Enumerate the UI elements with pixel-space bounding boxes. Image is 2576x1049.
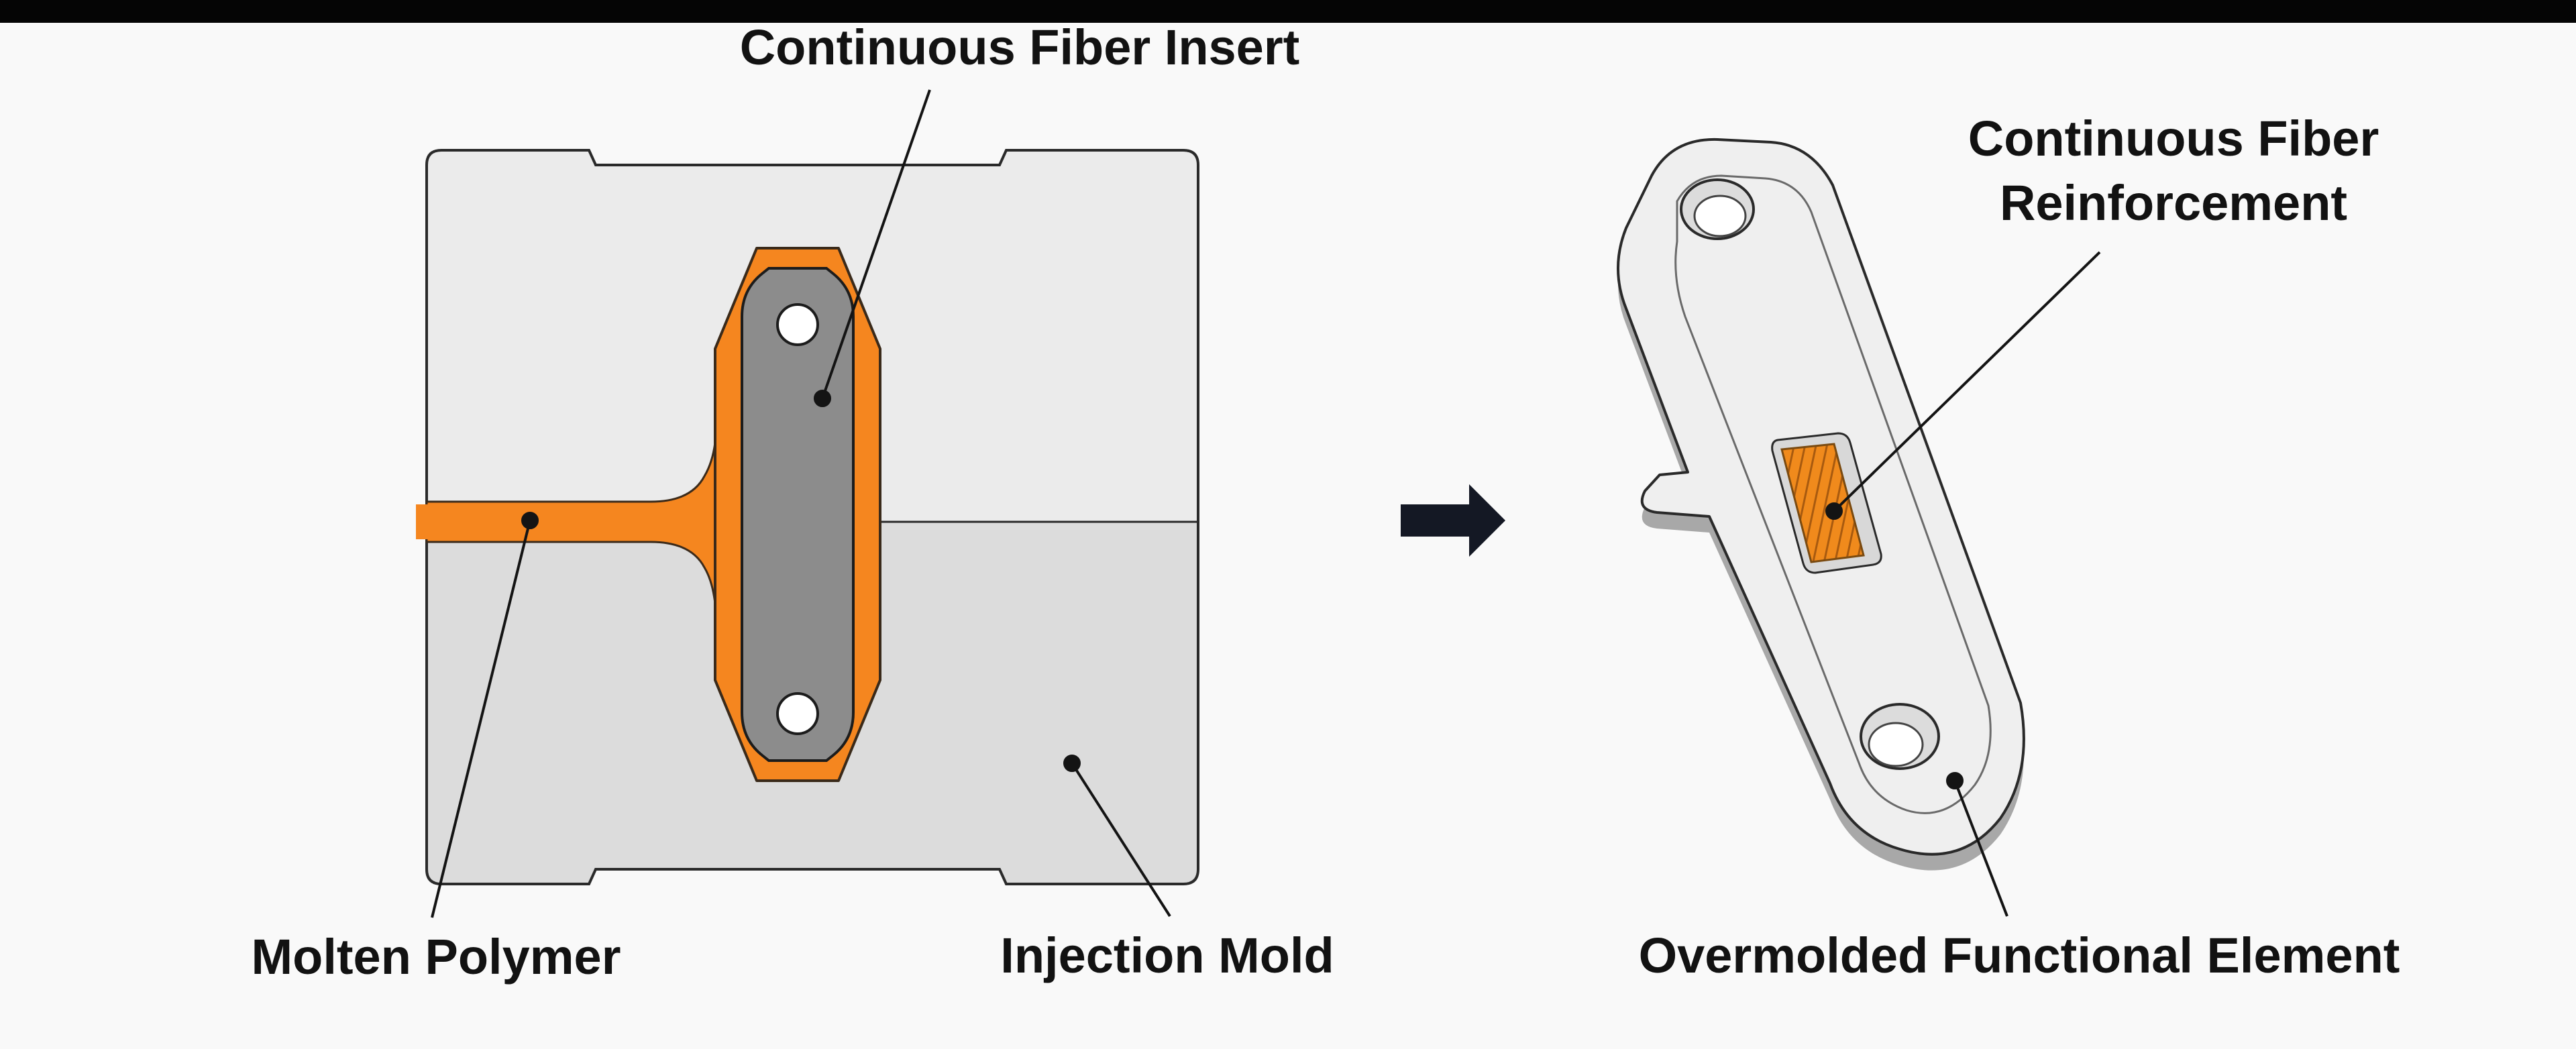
label-overmolded-functional-element: Overmolded Functional Element	[1638, 928, 2400, 983]
label-injection-mold: Injection Mold	[1000, 928, 1334, 983]
overmolded-part	[1617, 137, 2025, 871]
label-molten-polymer: Molten Polymer	[251, 929, 621, 985]
fiber-insert	[741, 267, 855, 762]
leader-lines	[431, 89, 2101, 918]
leader-insert	[821, 89, 931, 399]
fiber-reinforcement	[1771, 432, 1882, 574]
label-continuous-fiber-insert: Continuous Fiber Insert	[739, 19, 1300, 75]
leader-polymer	[431, 520, 531, 918]
leader-mold	[1071, 762, 1171, 918]
leader-element	[1953, 780, 2008, 917]
label-reinforcement-line1: Continuous Fiber	[1968, 111, 2379, 166]
label-reinforcement-line2: Reinforcement	[1999, 175, 2348, 231]
leader-reinforcement	[1833, 251, 2101, 512]
arrow-right-icon	[1401, 484, 1505, 557]
top-bar	[0, 0, 2576, 23]
